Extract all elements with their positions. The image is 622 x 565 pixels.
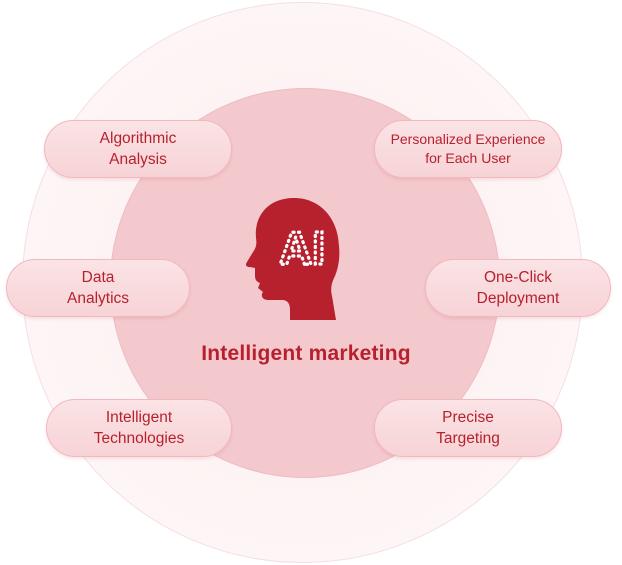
pill-intelligent-technologies[interactable]: Intelligent Technologies	[46, 399, 232, 457]
center-label: Intelligent marketing	[201, 342, 411, 365]
head-silhouette	[246, 198, 340, 320]
pill-label: Algorithmic Analysis	[99, 130, 177, 168]
ai-head-icon: AI	[246, 198, 340, 320]
pill-label: Data Analytics	[66, 269, 130, 307]
pill-one-click-deployment[interactable]: One-Click Deployment	[425, 259, 611, 317]
pill-data-analytics[interactable]: Data Analytics	[6, 259, 190, 317]
pill-label: One-Click Deployment	[476, 269, 560, 307]
ai-icon-text: AI	[279, 222, 325, 274]
pill-label: Personalized Experience for Each User	[390, 131, 546, 166]
pill-precise-targeting[interactable]: Precise Targeting	[374, 399, 562, 457]
pill-label: Precise Targeting	[436, 409, 500, 447]
pill-label: Intelligent Technologies	[93, 409, 185, 447]
pill-algorithmic-analysis[interactable]: Algorithmic Analysis	[44, 120, 232, 178]
pill-personalized-experience[interactable]: Personalized Experience for Each User	[374, 120, 562, 178]
